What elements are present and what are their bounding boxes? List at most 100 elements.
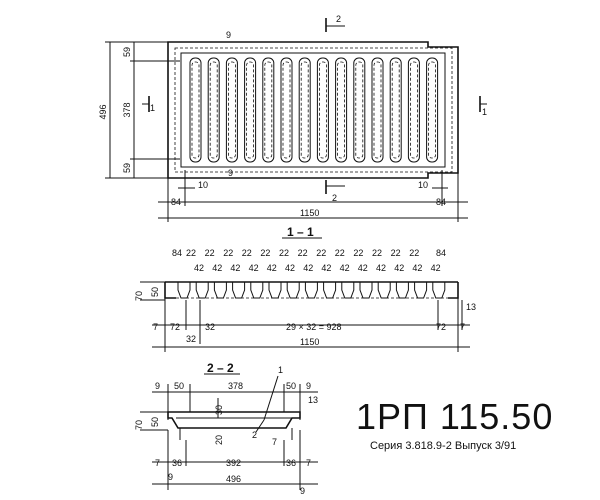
plan-slot	[353, 57, 366, 163]
s11-rib-top-label: 22	[205, 248, 215, 258]
s11-end-right-label: 84	[436, 248, 446, 258]
s11-rib	[414, 282, 428, 299]
s22-rib-h: 20	[214, 435, 224, 445]
s11-slot-label: 42	[194, 263, 204, 273]
s22-top-side-right: 50	[286, 381, 296, 391]
s11-right-c: 13	[466, 302, 476, 312]
s11-rib-top-label: 22	[409, 248, 419, 258]
s11-rib-top-label: 22	[391, 248, 401, 258]
s11-rib	[250, 282, 264, 299]
s22-outer-left-bottom: 9	[168, 472, 173, 482]
s11-rib	[232, 282, 246, 299]
section-2-2-title: 2 – 2	[207, 361, 234, 375]
s11-left-c-bottom: 32	[186, 334, 196, 344]
plan-slot-inner	[409, 61, 418, 159]
plan-slot	[244, 57, 257, 163]
s11-slot-label: 42	[249, 263, 259, 273]
s11-span-formula: 29 × 32 = 928	[286, 322, 342, 332]
s11-rib-top-label: 22	[335, 248, 345, 258]
plan-slot	[280, 57, 293, 163]
plan-slot	[207, 57, 220, 163]
s22-top-width: 378	[228, 381, 243, 391]
s11-slot-label: 42	[412, 263, 422, 273]
s11-rib-top-label: 22	[260, 248, 270, 258]
s22-top-side-left: 50	[174, 381, 184, 391]
plan-end-left-label: 84	[171, 197, 181, 207]
plan-slot-inner	[209, 61, 218, 159]
plan-slot	[298, 57, 311, 163]
s22-inner-left: 36	[172, 458, 182, 468]
s11-slot-label: 42	[303, 263, 313, 273]
s11-rib-top-label: 22	[242, 248, 252, 258]
s22-rib-w: 30	[214, 405, 224, 415]
section-2-2: 2 – 2 9 50 378 50 9 13 30 20 2 1 7 70 50	[134, 361, 318, 496]
s11-rib-top-label: 22	[372, 248, 382, 258]
s11-rib	[177, 282, 191, 299]
plan-gap-right-label: 10	[418, 180, 428, 190]
s11-rib	[213, 282, 227, 299]
s11-rib	[395, 282, 409, 299]
s11-left-b: 72	[170, 322, 180, 332]
plan-slot	[407, 57, 420, 163]
s11-rib-top-label: 22	[316, 248, 326, 258]
plan-edge-top-label: 59	[122, 47, 132, 57]
plan-width-label: 1150	[300, 208, 319, 218]
s11-rib-top-label: 22	[298, 248, 308, 258]
plan-slot	[316, 57, 329, 163]
plan-slot-inner	[264, 61, 273, 159]
s11-left-a: 7	[153, 322, 158, 332]
s11-rib-top-label: 22	[223, 248, 233, 258]
plan-slot	[371, 57, 384, 163]
s22-h-total: 70	[134, 420, 144, 430]
plan-view: 496 378 59 59 1 1 2 2 9 9 10 10 84 84 11	[98, 14, 487, 222]
cut1-left-label: 1	[150, 103, 155, 113]
s22-edge-left: 7	[155, 458, 160, 468]
plan-rib-top-label: 9	[226, 30, 231, 40]
plan-slot	[426, 57, 439, 163]
s22-edge-mid: 7	[272, 437, 277, 447]
s11-right-a: 72	[436, 322, 446, 332]
plan-slot-inner	[318, 61, 327, 159]
s11-right-b: 7	[460, 322, 465, 332]
s11-rib	[286, 282, 300, 299]
s22-total: 496	[226, 474, 241, 484]
s11-rib	[195, 282, 209, 299]
plan-slot-inner	[391, 61, 400, 159]
s11-slot-label: 42	[321, 263, 331, 273]
series-reference: Серия 3.818.9-2 Выпуск 3/91	[370, 440, 517, 452]
s11-slot-label: 42	[212, 263, 222, 273]
plan-slot-inner	[227, 61, 236, 159]
plan-edge-bottom-label: 59	[122, 163, 132, 173]
s11-slot-label: 42	[285, 263, 295, 273]
s11-height-rib-label: 50	[150, 287, 160, 297]
plan-slot	[335, 57, 348, 163]
plan-slot-inner	[282, 61, 291, 159]
s22-h-rib: 50	[150, 417, 160, 427]
s11-slot-label: 42	[394, 263, 404, 273]
plan-rib-bottom-label: 9	[228, 168, 233, 178]
plan-slot	[225, 57, 238, 163]
s22-outer-right-bottom: 9	[300, 486, 305, 496]
plan-slot-inner	[246, 61, 255, 159]
plan-slot-inner	[373, 61, 382, 159]
s11-slot-label: 42	[267, 263, 277, 273]
s11-rib-top-label: 22	[353, 248, 363, 258]
s22-outer-right: 9	[306, 381, 311, 391]
s11-left-c-top: 32	[205, 322, 215, 332]
plan-height-label: 496	[98, 104, 108, 119]
plan-slot-inner	[191, 61, 200, 159]
s11-slot-label: 42	[358, 263, 368, 273]
s11-height-total-label: 70	[134, 291, 144, 301]
s22-outer-left: 9	[155, 381, 160, 391]
s22-callout-2: 2	[252, 430, 257, 440]
s22-edge-right: 7	[306, 458, 311, 468]
plan-gap-left-label: 10	[198, 180, 208, 190]
cut2-top-label: 2	[336, 14, 341, 24]
s11-slot-label: 42	[376, 263, 386, 273]
s11-ribs	[176, 282, 448, 299]
cut2-bottom-label: 2	[332, 193, 337, 203]
s11-rib	[341, 282, 355, 299]
s22-callout-1: 1	[278, 365, 283, 375]
